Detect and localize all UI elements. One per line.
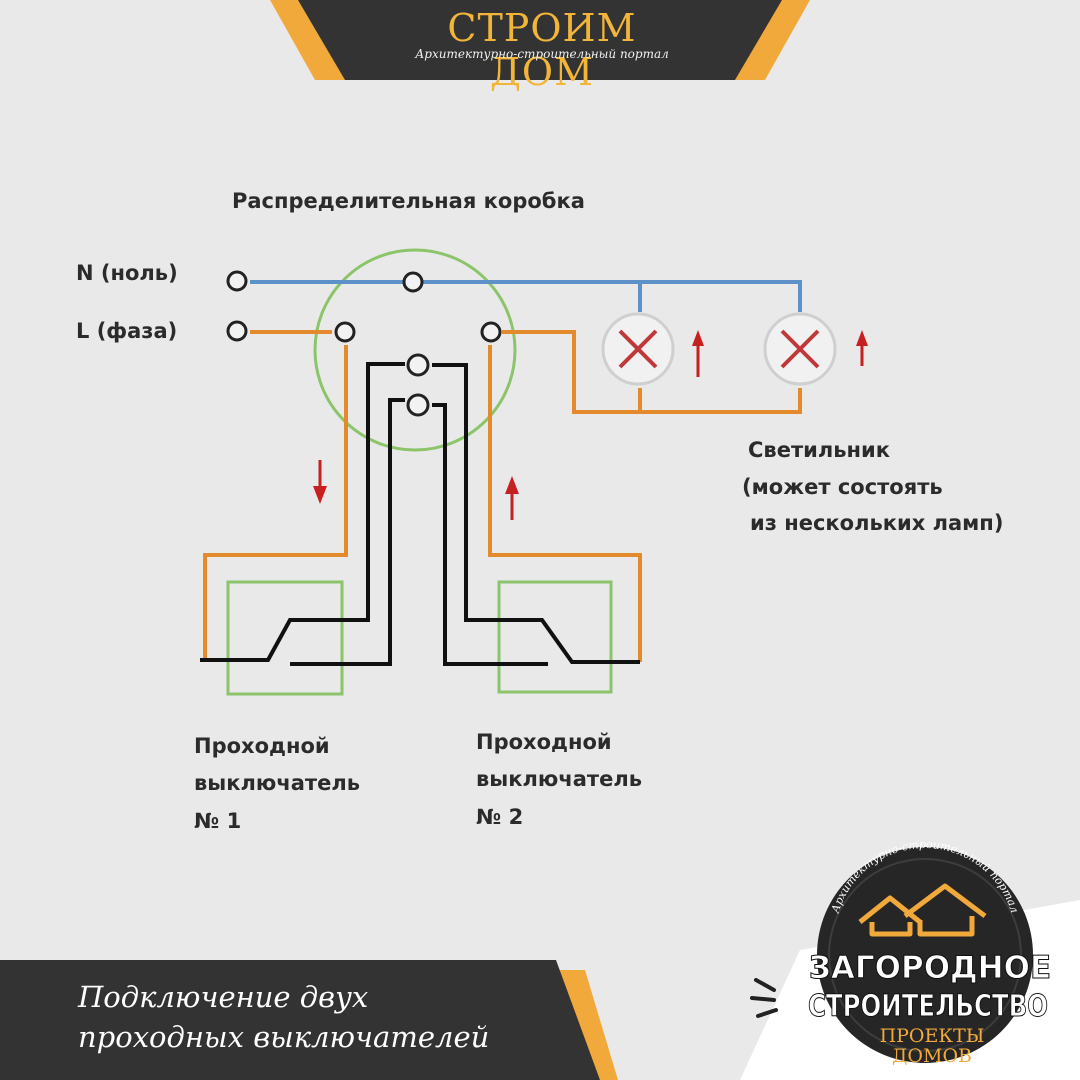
switch-2-label-line-3: № 2 [476,805,524,829]
caption-line-2: проходных выключателей [78,1020,490,1054]
badge-word-2: СТРОИТЕЛЬСТВО [808,989,1048,1024]
junction-box-circle [313,248,517,452]
badge-rays [750,978,778,1018]
traveler-wires [200,362,640,666]
terminals [226,270,502,417]
site-subtitle: Архитектурно-строительный портал [415,47,669,61]
neutral-wire [250,280,802,312]
badge-word-3: ПРОЕКТЫ [880,1025,985,1047]
badge-word-1: ЗАГОРОДНОЕ [809,950,1051,986]
caption-plate [0,960,600,1080]
switch-2-label-line-1: Проходной [476,730,612,754]
caption-banner [0,960,618,1080]
lamp-2 [763,312,837,386]
switch-1-box [226,580,344,696]
switch-1-label-line-3: № 1 [194,809,242,833]
neutral-label: N (ноль) [76,261,178,285]
arrow-up-lamp-1 [692,330,704,377]
switch-2-label-line-2: выключатель [476,767,642,791]
lamp-label-line-2: (может состоять [742,475,943,499]
lamp-label-line-3: из нескольких ламп) [750,511,1004,535]
badge-word-4: ДОМОВ [892,1045,972,1067]
house-roofs-icon [858,883,987,937]
switch-2-box [497,580,613,694]
badge-seal [817,847,1033,1063]
phase-wires [203,330,802,662]
site-title: СТРОИМ ДОМ [447,6,637,94]
logo-badge: Архитектурно-строительный портал ЗАГОРОД… [740,838,1080,1080]
caption-line-1: Подключение двух [78,980,369,1014]
arrow-up-switch-2 [505,476,519,520]
lamp-1 [601,312,675,386]
phase-label: L (фаза) [76,319,178,343]
lamp-label-line-1: Светильник [748,438,890,462]
arrow-down-switch-1 [313,460,327,504]
caption-accent [555,970,618,1080]
header-plate [298,0,782,80]
switch-1-label-line-1: Проходной [194,734,330,758]
arrow-up-lamp-2 [856,330,868,366]
switch-1-label-line-2: выключатель [194,771,360,795]
junction-box-label: Распределительная коробка [232,189,585,213]
header-banner [270,0,810,80]
